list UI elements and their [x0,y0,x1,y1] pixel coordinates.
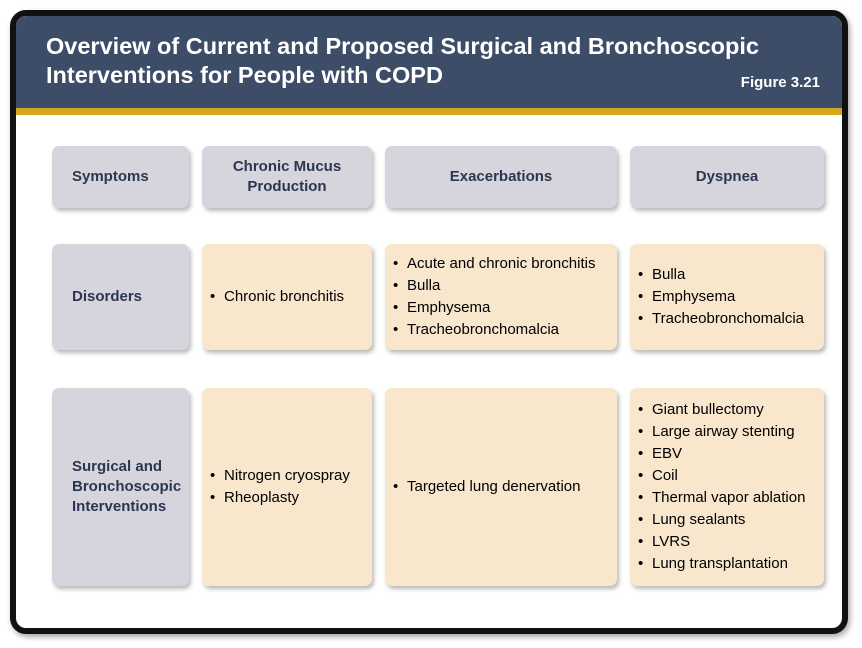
row-label-interventions-text: Surgical and Bronchoscopic Interventions [72,458,182,515]
header-exacerbations-label: Exacerbations [449,168,553,185]
cell-disorders-exacerbations: Acute and chronic bronchitisBullaEmphyse… [385,244,617,350]
disorders-exacerbations-list: Acute and chronic bronchitisBullaEmphyse… [393,253,595,341]
row-label-disorders-text: Disorders [72,288,143,305]
list-item: LVRS [638,531,805,553]
header-chronic-mucus-label: Chronic Mucus Production [232,158,342,195]
row-label-disorders: Disorders [52,244,189,350]
list-item: Coil [638,465,805,487]
figure-frame: Overview of Current and Proposed Surgica… [10,10,848,634]
list-item: Tracheobronchomalcia [638,308,804,330]
title-banner: Overview of Current and Proposed Surgica… [16,16,842,108]
list-item: Thermal vapor ablation [638,487,805,509]
disorders-mucus-list: Chronic bronchitis [210,286,344,308]
cell-interventions-dyspnea: Giant bullectomyLarge airway stentingEBV… [630,388,824,586]
figure-number: Figure 3.21 [740,74,820,91]
list-item: Chronic bronchitis [210,286,344,308]
interventions-mucus-list: Nitrogen cryosprayRheoplasty [210,465,350,509]
list-item: Tracheobronchomalcia [393,319,595,341]
cell-disorders-mucus: Chronic bronchitis [202,244,372,350]
interventions-exacerbations-list: Targeted lung denervation [393,476,580,498]
row-label-interventions: Surgical and Bronchoscopic Interventions [52,388,189,586]
accent-divider [16,108,842,115]
header-symptoms-label: Symptoms [72,168,149,185]
figure-title: Overview of Current and Proposed Surgica… [46,33,759,88]
interventions-dyspnea-list: Giant bullectomyLarge airway stentingEBV… [638,399,805,575]
list-item: Bulla [638,264,804,286]
list-item: Rheoplasty [210,487,350,509]
header-dyspnea: Dyspnea [630,146,824,208]
list-item: Nitrogen cryospray [210,465,350,487]
list-item: Lung sealants [638,509,805,531]
header-symptoms: Symptoms [52,146,189,208]
list-item: Acute and chronic bronchitis [393,253,595,275]
list-item: Targeted lung denervation [393,476,580,498]
list-item: Giant bullectomy [638,399,805,421]
list-item: Emphysema [393,297,595,319]
header-chronic-mucus: Chronic Mucus Production [202,146,372,208]
disorders-dyspnea-list: BullaEmphysemaTracheobronchomalcia [638,264,804,330]
header-dyspnea-label: Dyspnea [695,168,759,185]
cell-interventions-mucus: Nitrogen cryosprayRheoplasty [202,388,372,586]
cell-disorders-dyspnea: BullaEmphysemaTracheobronchomalcia [630,244,824,350]
cell-interventions-exacerbations: Targeted lung denervation [385,388,617,586]
list-item: EBV [638,443,805,465]
list-item: Emphysema [638,286,804,308]
header-exacerbations: Exacerbations [385,146,617,208]
list-item: Bulla [393,275,595,297]
list-item: Lung transplantation [638,553,805,575]
list-item: Large airway stenting [638,421,805,443]
